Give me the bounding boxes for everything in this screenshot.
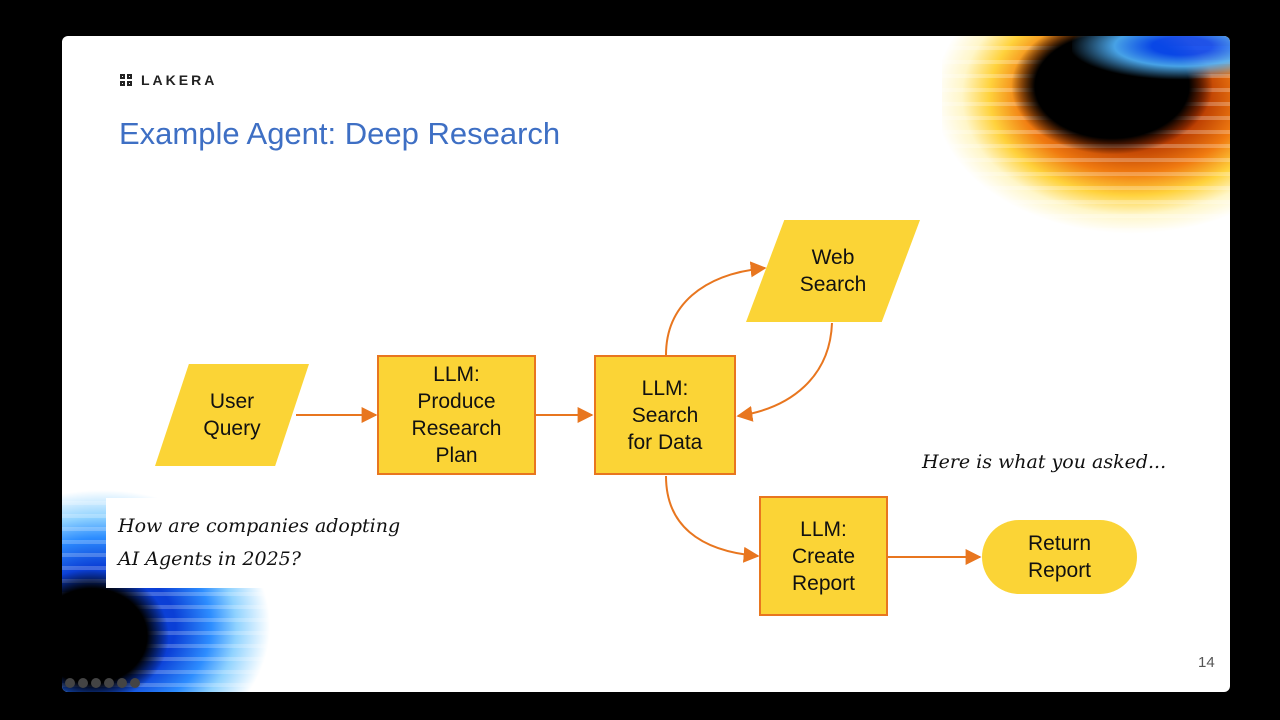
question-line-1: How are companies adopting bbox=[118, 515, 401, 537]
lakera-logo-icon bbox=[120, 74, 132, 86]
node-return-report-line-2: Report bbox=[1027, 559, 1092, 582]
answer-annotation: Here is what you asked... bbox=[922, 451, 1167, 473]
lakera-logo: LAKERA bbox=[120, 72, 217, 88]
node-create-report-line-1: LLM: bbox=[800, 517, 847, 541]
slides-icon[interactable] bbox=[104, 678, 114, 688]
node-create-report-line-3: Report bbox=[791, 571, 856, 595]
zoom-icon[interactable] bbox=[91, 678, 101, 688]
node-web-search-line-2: Search bbox=[799, 273, 867, 296]
question-line-2: AI Agents in 2025? bbox=[118, 548, 301, 570]
page-number: 14 bbox=[1198, 654, 1215, 671]
slide-title: Example Agent: Deep Research bbox=[119, 116, 561, 151]
node-produce-research-plan: LLM: Produce Research Plan bbox=[377, 355, 536, 475]
node-produce-plan-line-3: Research bbox=[411, 417, 502, 440]
pen-icon[interactable] bbox=[78, 678, 88, 688]
camera-icon[interactable] bbox=[117, 678, 127, 688]
node-produce-plan-line-2: Produce bbox=[417, 390, 496, 413]
toolbar-button-icon[interactable] bbox=[65, 678, 75, 688]
node-web-search: Web Search bbox=[746, 220, 920, 322]
slide: LAKERA Example Agent: Deep Research User… bbox=[62, 36, 1230, 692]
node-create-report-line-2: Create bbox=[791, 544, 856, 568]
node-produce-plan-line-1: LLM: bbox=[433, 363, 480, 386]
node-search-data-line-2: Search bbox=[631, 403, 699, 427]
decorative-gradient-top-right-blue bbox=[1072, 36, 1230, 106]
node-return-report: Return Report bbox=[982, 520, 1137, 594]
node-user-query: User Query bbox=[155, 364, 309, 466]
node-search-data-line-1: LLM: bbox=[641, 376, 689, 400]
node-return-report-line-1: Return bbox=[1027, 532, 1092, 555]
node-web-search-line-1: Web bbox=[811, 246, 855, 269]
presentation-toolbar[interactable] bbox=[65, 678, 140, 688]
node-produce-plan-line-4: Plan bbox=[435, 444, 478, 467]
arrow-search-to-report bbox=[665, 475, 760, 563]
logo-text: LAKERA bbox=[141, 72, 218, 88]
arrow-web-to-search bbox=[736, 322, 833, 422]
node-user-query-line-2: Query bbox=[203, 417, 261, 440]
question-annotation: How are companies adopting AI Agents in … bbox=[106, 498, 406, 588]
node-search-data-line-3: for Data bbox=[627, 430, 703, 454]
more-icon[interactable] bbox=[130, 678, 140, 688]
node-user-query-line-1: User bbox=[209, 390, 255, 413]
node-create-report: LLM: Create Report bbox=[759, 496, 888, 616]
node-search-for-data: LLM: Search for Data bbox=[594, 355, 736, 475]
